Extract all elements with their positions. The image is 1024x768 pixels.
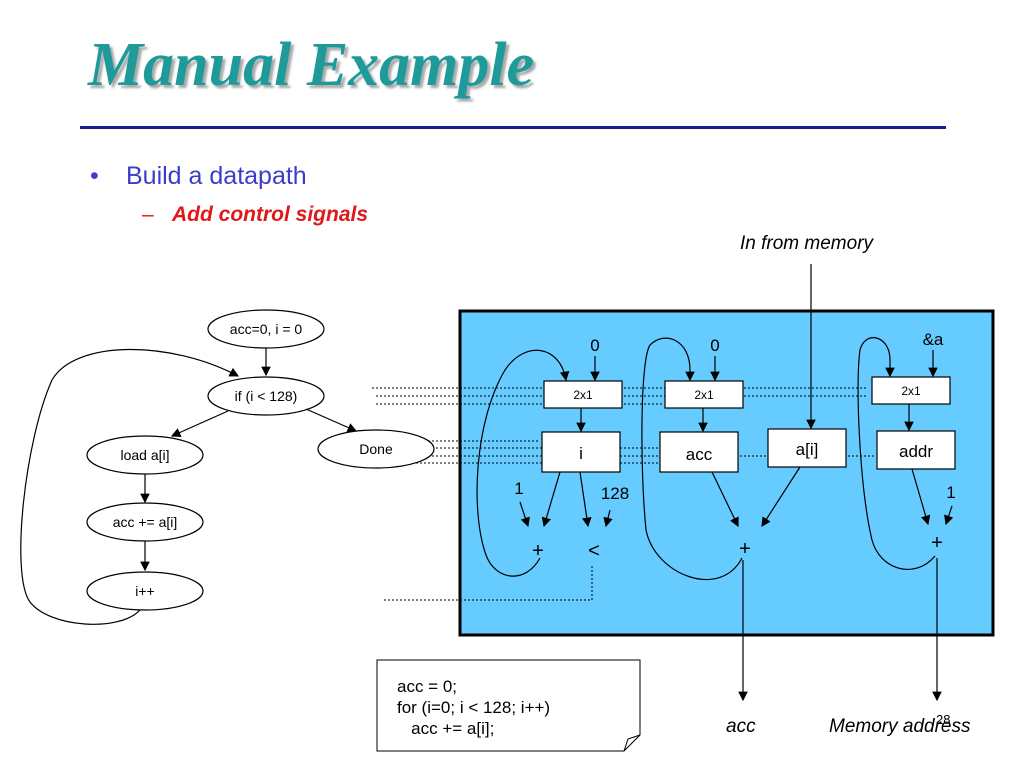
sub-bullet-marker: – <box>142 203 154 226</box>
mux-i <box>543 380 623 409</box>
const-zero-acc: 0 <box>710 336 719 355</box>
mux-addr-label: 2x1 <box>901 384 921 398</box>
const-zero-i: 0 <box>590 336 599 355</box>
mux-acc <box>664 380 744 409</box>
output-memory-address-label: Memory address <box>829 716 971 737</box>
node-load-label: load a[i] <box>120 447 169 463</box>
const-limit: 128 <box>601 484 629 503</box>
mux-i-label: 2x1 <box>573 388 593 402</box>
node-condition-label: if (i < 128) <box>235 388 298 404</box>
code-line: acc += a[i]; <box>397 719 495 738</box>
register-i-label: i <box>579 444 583 463</box>
sub-bullet-text: Add control signals <box>172 203 369 226</box>
register-addr-label: addr <box>899 442 933 461</box>
node-done <box>317 429 435 469</box>
code-line: acc = 0; <box>397 677 458 696</box>
register-addr <box>876 430 956 470</box>
bullet-add-control-signals: –Add control signals <box>142 203 368 227</box>
code-snippet: acc = 0; for (i=0; i < 128; i++) acc += a… <box>377 660 640 751</box>
node-increment <box>86 571 204 611</box>
datapath-panel <box>458 309 995 637</box>
register-a-i-label: a[i] <box>796 440 819 459</box>
node-done-label: Done <box>359 441 393 457</box>
in-from-memory-label: In from memory <box>740 233 874 254</box>
page-number: 28 <box>936 712 951 727</box>
register-acc-label: acc <box>686 445 713 464</box>
bullet-text: Build a datapath <box>126 162 307 190</box>
node-init-label: acc=0, i = 0 <box>230 321 303 337</box>
adder-acc: + <box>739 538 751 560</box>
comparator-less: < <box>588 540 600 562</box>
code-box-frame <box>376 659 641 752</box>
node-increment-label: i++ <box>135 583 154 599</box>
code-line: for (i=0; i < 128; i++) <box>397 698 551 717</box>
title-divider <box>80 126 946 129</box>
node-condition <box>207 376 325 416</box>
adder-i: + <box>532 540 544 562</box>
const-addr-base: &a <box>923 330 944 349</box>
node-accumulate-label: acc += a[i] <box>113 514 178 530</box>
bullet-build-datapath: • Build a datapath <box>90 162 307 191</box>
register-i <box>541 431 621 473</box>
adder-addr: + <box>931 532 943 554</box>
const-one-addr: 1 <box>946 483 955 502</box>
output-acc-label: acc <box>726 716 756 737</box>
bullet-marker: • <box>90 162 99 190</box>
register-a-i <box>767 428 847 468</box>
const-one-i: 1 <box>514 479 523 498</box>
mux-addr <box>871 376 951 405</box>
slide-title: Manual Example <box>88 31 535 99</box>
mux-acc-label: 2x1 <box>694 388 714 402</box>
